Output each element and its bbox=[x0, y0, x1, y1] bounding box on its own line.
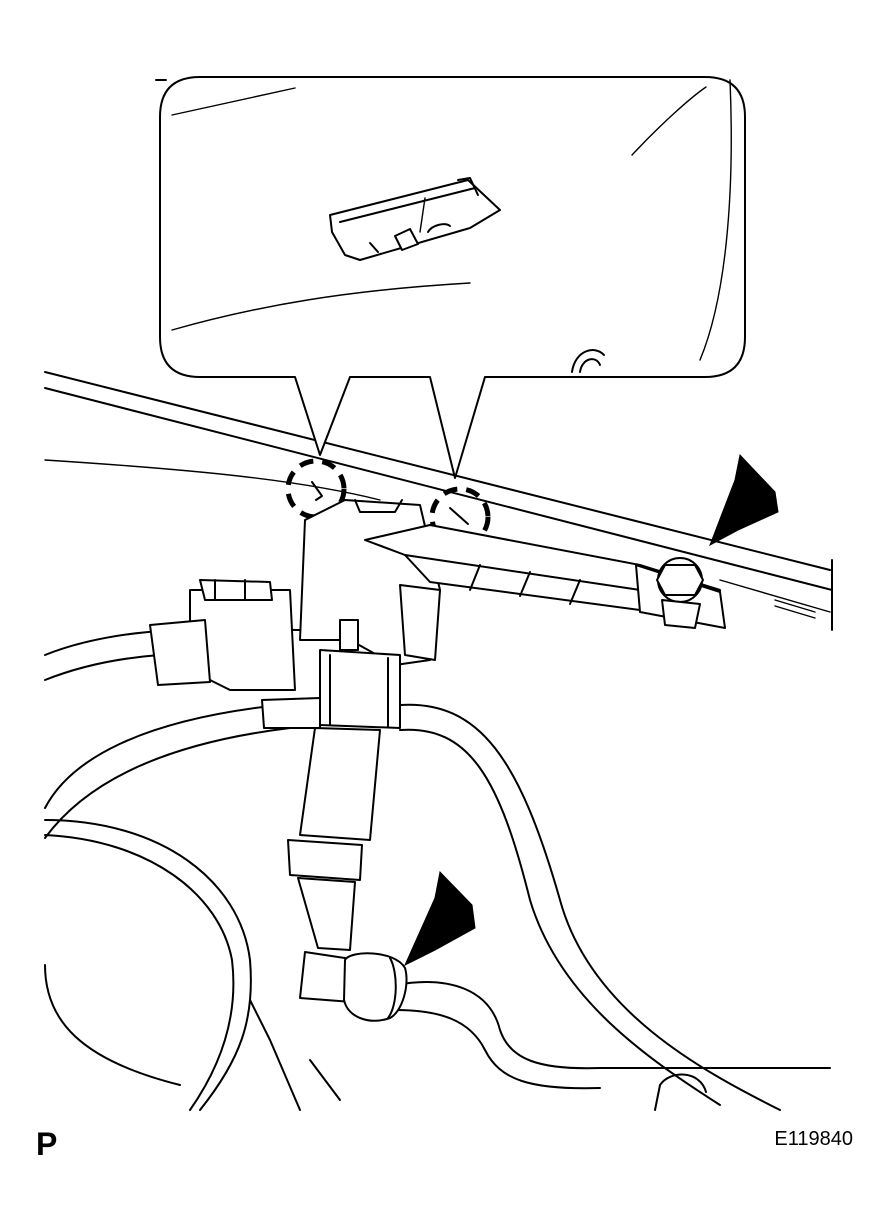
mounting-bracket bbox=[364, 524, 726, 629]
arrow-icon bbox=[709, 453, 779, 547]
callout-bubble bbox=[155, 76, 746, 479]
view-letter: P bbox=[36, 1126, 58, 1162]
hose-runs bbox=[44, 627, 831, 1111]
hose-coupling bbox=[299, 951, 408, 1022]
connection-circle-right bbox=[429, 486, 491, 548]
clip-detail bbox=[329, 177, 501, 261]
connection-circle-left bbox=[285, 458, 347, 520]
pointer-arrows bbox=[403, 453, 779, 967]
side-connector bbox=[149, 579, 321, 729]
figure-number: E119840 bbox=[774, 1128, 853, 1150]
connection-points bbox=[285, 458, 491, 548]
body-panel-lines bbox=[44, 371, 833, 631]
arrow-icon bbox=[403, 870, 476, 967]
